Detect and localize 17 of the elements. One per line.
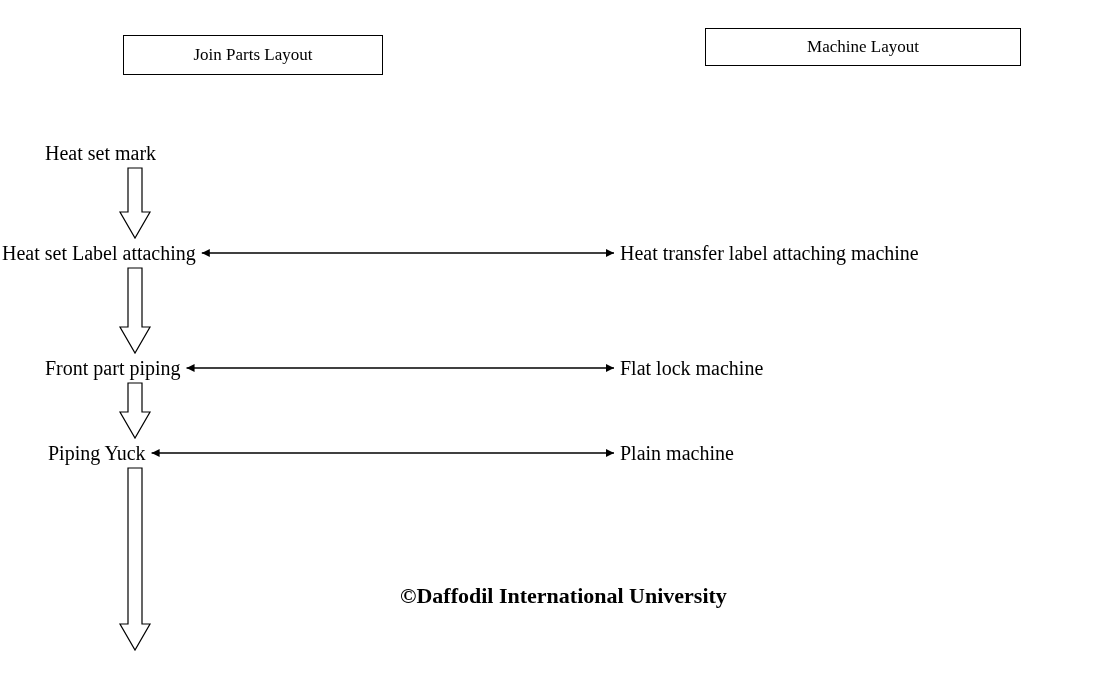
title-box: Machine Layout xyxy=(705,28,1021,66)
hollow-arrow xyxy=(118,467,152,652)
double-arrow xyxy=(201,249,615,257)
hollow-arrow xyxy=(118,267,152,355)
step-text: Piping Yuck xyxy=(48,441,146,465)
hollow-arrow xyxy=(118,167,152,240)
step-text: Front part piping xyxy=(45,356,181,380)
step-text: Heat transfer label attaching machine xyxy=(620,241,919,265)
copyright-note: ©Daffodil International University xyxy=(400,583,727,609)
double-arrow xyxy=(150,449,615,457)
step-text: Heat set mark xyxy=(45,141,157,165)
title-box: Join Parts Layout xyxy=(123,35,383,75)
step-text: Flat lock machine xyxy=(620,356,764,380)
step-text: Plain machine xyxy=(620,441,734,465)
hollow-arrow xyxy=(118,382,152,440)
double-arrow xyxy=(185,364,615,372)
step-text: Heat set Label attaching xyxy=(2,241,196,265)
